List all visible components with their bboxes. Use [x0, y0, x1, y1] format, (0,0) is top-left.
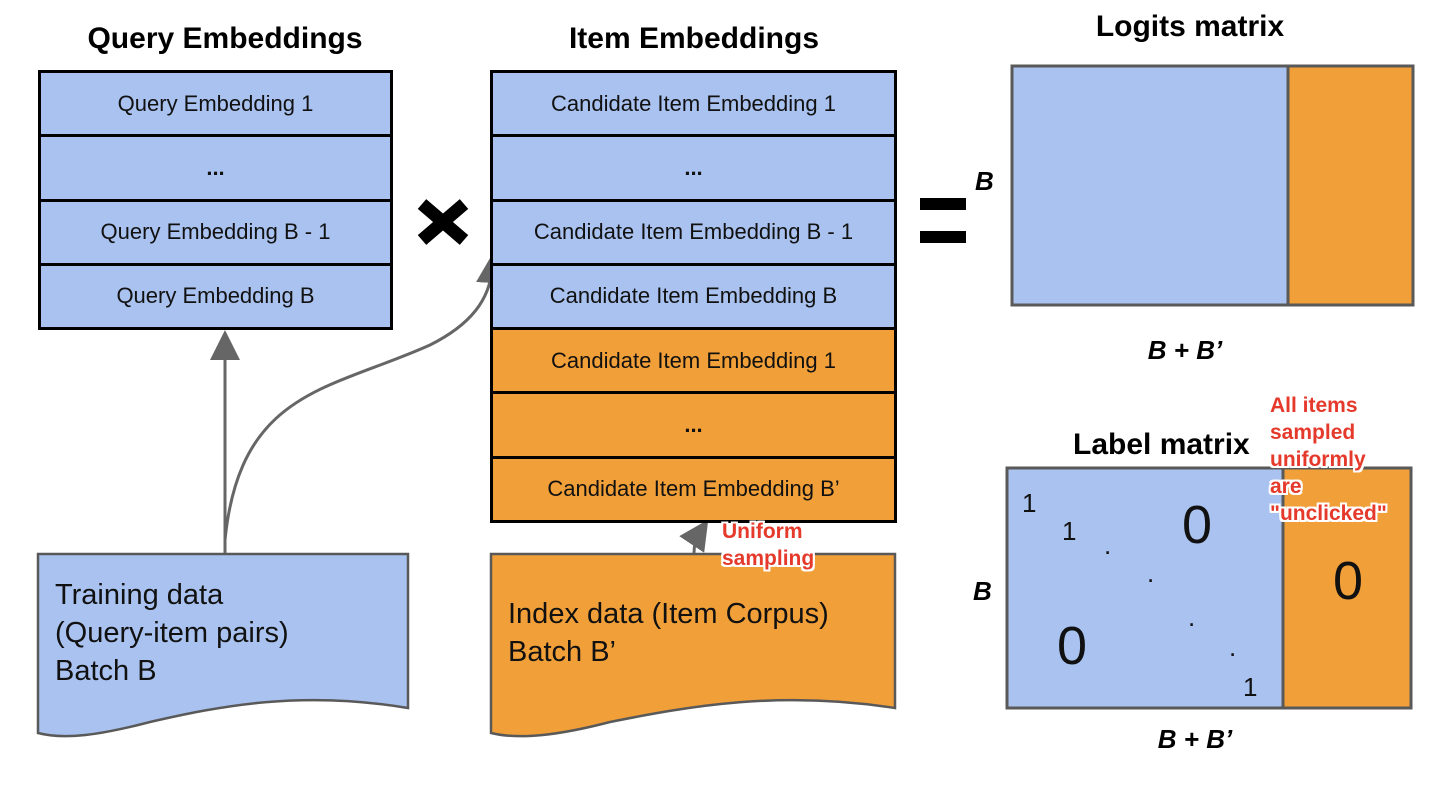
- query-embeddings-title: Query Embeddings: [87, 22, 363, 55]
- query-embeddings-stack: Query Embedding 1 ... Query Embedding B …: [38, 70, 393, 330]
- note-line: are: [1270, 475, 1302, 498]
- training-data-line: Batch B: [55, 655, 157, 687]
- logits-orange-block: [1286, 64, 1415, 307]
- multiply-icon: [417, 199, 469, 245]
- item-embedding-row: Candidate Item Embedding B: [493, 262, 894, 328]
- item-embedding-row: Candidate Item Embedding 1: [493, 73, 894, 135]
- label-diagonal-dot: .: [1188, 602, 1196, 632]
- sampled-item-embedding-row: Candidate Item Embedding 1: [493, 327, 894, 392]
- label-upper-zero: 0: [1182, 495, 1213, 555]
- arrow-index-to-items: [679, 519, 709, 554]
- note-line: "unclicked": [1270, 502, 1387, 525]
- item-embeddings-title: Item Embeddings: [568, 22, 820, 55]
- note-line: sampled: [1270, 421, 1356, 444]
- label-diagonal-dot: .: [1229, 632, 1237, 662]
- label-diagonal-dot: .: [1147, 558, 1155, 588]
- note-line: uniformly: [1270, 448, 1366, 471]
- label-blue-block: [1005, 466, 1285, 710]
- logits-col-label: B + B’: [1147, 335, 1223, 365]
- training-data-line: Training data: [55, 579, 224, 611]
- label-diagonal-one: 1: [1243, 672, 1258, 702]
- label-orange-block: [1281, 466, 1413, 710]
- training-data-text: Training data (Query-item pairs) Batch B: [55, 576, 289, 690]
- index-data-document-shape: [489, 552, 897, 738]
- note-line: All items: [1270, 394, 1358, 417]
- uniform-sampling-note: Uniform sampling: [722, 518, 814, 572]
- unclicked-note: All items sampled uniformly are "unclick…: [1270, 392, 1387, 527]
- item-embedding-row-ellipsis: ...: [493, 134, 894, 199]
- item-embedding-row: Candidate Item Embedding B - 1: [493, 198, 894, 263]
- index-data-line: Index data (Item Corpus): [508, 598, 829, 630]
- index-data-text: Index data (Item Corpus) Batch B’: [508, 595, 829, 671]
- sampled-item-embedding-row-ellipsis: ...: [493, 391, 894, 456]
- logits-matrix: [1010, 64, 1415, 307]
- label-matrix-title: Label matrix: [1073, 428, 1250, 461]
- training-data-line: (Query-item pairs): [55, 617, 289, 649]
- label-col-label: B + B’: [1157, 724, 1233, 754]
- label-diagonal-one: 1: [1022, 488, 1037, 518]
- logits-blue-block: [1010, 64, 1290, 307]
- label-diagonal-one: 1: [1062, 516, 1077, 546]
- label-row-label: B: [973, 576, 992, 606]
- logits-matrix-title: Logits matrix: [1095, 10, 1285, 43]
- note-line: sampling: [722, 547, 815, 570]
- logits-row-label: B: [975, 166, 994, 196]
- label-sampled-zero: 0: [1333, 551, 1364, 611]
- query-embedding-row: Query Embedding B - 1: [41, 198, 390, 263]
- label-matrix: [1005, 466, 1413, 710]
- equals-icon: [920, 198, 966, 243]
- training-data-document-shape: [36, 552, 410, 738]
- query-embedding-row-ellipsis: ...: [41, 134, 390, 199]
- arrow-training-to-items: [223, 253, 507, 541]
- query-embedding-row: Query Embedding B: [41, 262, 390, 327]
- index-data-line: Batch B’: [508, 636, 616, 668]
- query-embedding-row: Query Embedding 1: [41, 73, 390, 135]
- sampled-item-embedding-row: Candidate Item Embedding B’: [493, 455, 894, 520]
- label-diagonal-dot: .: [1104, 530, 1112, 560]
- item-embeddings-stack: Candidate Item Embedding 1 ... Candidate…: [490, 70, 897, 523]
- note-line: Uniform: [722, 520, 803, 543]
- label-lower-zero: 0: [1057, 616, 1088, 676]
